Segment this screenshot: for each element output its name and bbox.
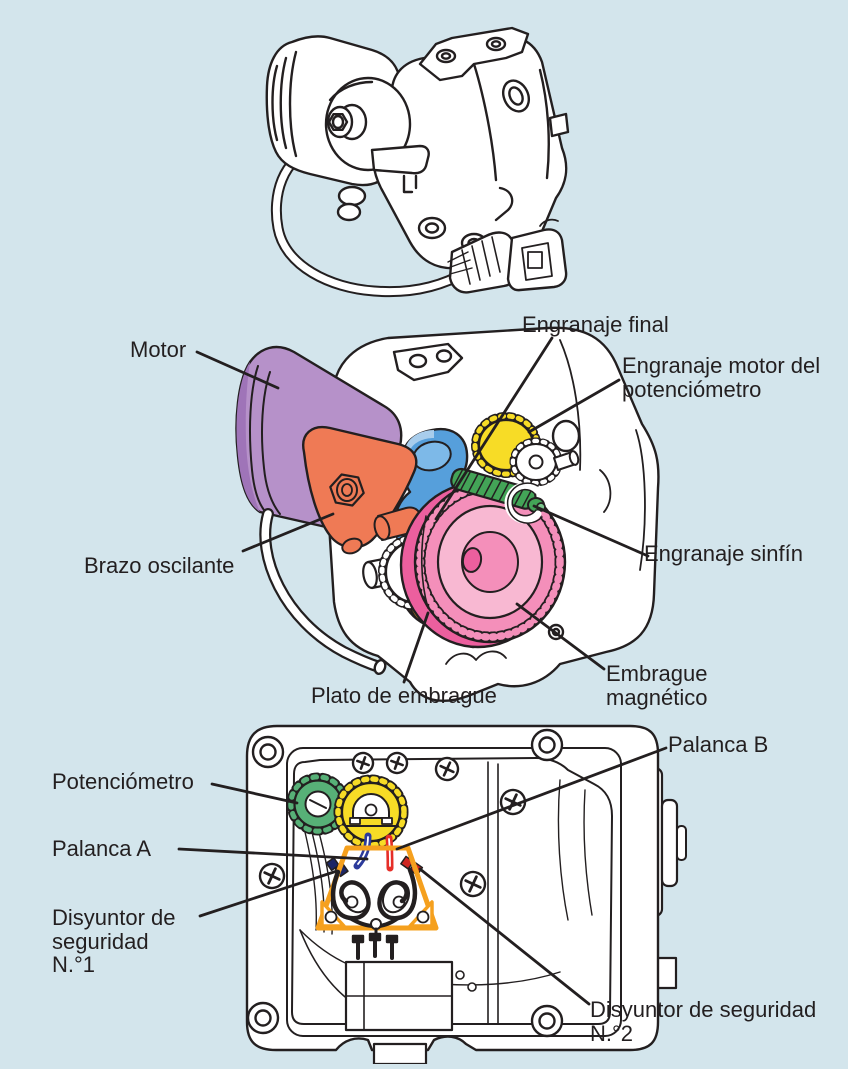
leader-brazo-oscilante bbox=[241, 512, 335, 553]
housing-tube bbox=[259, 508, 387, 675]
lever-b bbox=[385, 834, 394, 872]
leader-palanca-a bbox=[177, 847, 369, 861]
leader-plato-embrague bbox=[402, 611, 430, 684]
label-engranaje-sinfin: Engranaje sinfín bbox=[644, 541, 803, 566]
label-motor: Motor bbox=[130, 337, 187, 362]
leader-lines bbox=[177, 336, 668, 1006]
label-disyuntor-seguridad-2: Disyuntor de seguridad N.°2 bbox=[590, 997, 817, 1046]
label-engranaje-motor-potenciometro: Engranaje motor del potenciómetro bbox=[622, 353, 821, 402]
leader-disyuntor-2 bbox=[418, 867, 591, 1006]
label-disyuntor-seguridad-1: Disyuntor de seguridad N.°1 bbox=[52, 905, 176, 978]
crank-disc bbox=[324, 76, 430, 222]
gearbox-body bbox=[371, 35, 570, 270]
label-brazo-oscilante: Brazo oscilante bbox=[84, 553, 235, 578]
label-palanca-a: Palanca A bbox=[52, 836, 152, 861]
potentiometer-drive-gear bbox=[471, 412, 580, 487]
sector-gear bbox=[333, 774, 409, 850]
leader-motor bbox=[195, 350, 280, 390]
label-embrague-magnetico: Embrague magnético bbox=[606, 661, 708, 710]
figure-top-exterior-assembly bbox=[265, 26, 570, 298]
worm-gear bbox=[450, 467, 546, 524]
harness-connector bbox=[447, 218, 568, 294]
leader-disyuntor-1 bbox=[198, 869, 339, 918]
terminal-studs bbox=[351, 932, 399, 960]
leader-palanca-b bbox=[395, 746, 668, 851]
connector-block bbox=[344, 960, 477, 1032]
label-engranaje-final: Engranaje final bbox=[522, 312, 669, 337]
support-bracket bbox=[315, 845, 439, 931]
figure-middle-gear-mechanism bbox=[235, 326, 660, 703]
leader-engranaje-sinfin bbox=[532, 504, 650, 558]
leader-potenciometro bbox=[210, 782, 299, 805]
harness-wire bbox=[270, 142, 472, 298]
mounting-bracket bbox=[418, 26, 530, 82]
contact-wire-forms bbox=[330, 867, 418, 942]
lever-a bbox=[353, 832, 372, 870]
label-plato-de-embrague: Plato de embrague bbox=[311, 683, 497, 708]
leader-embrague-magnetico bbox=[515, 602, 606, 671]
swing-arm bbox=[302, 425, 423, 555]
leader-engranaje-motor-pot bbox=[527, 378, 621, 434]
label-potenciometro: Potenciómetro bbox=[52, 769, 194, 794]
leader-engranaje-final bbox=[434, 336, 554, 521]
label-palanca-b: Palanca B bbox=[668, 732, 769, 757]
